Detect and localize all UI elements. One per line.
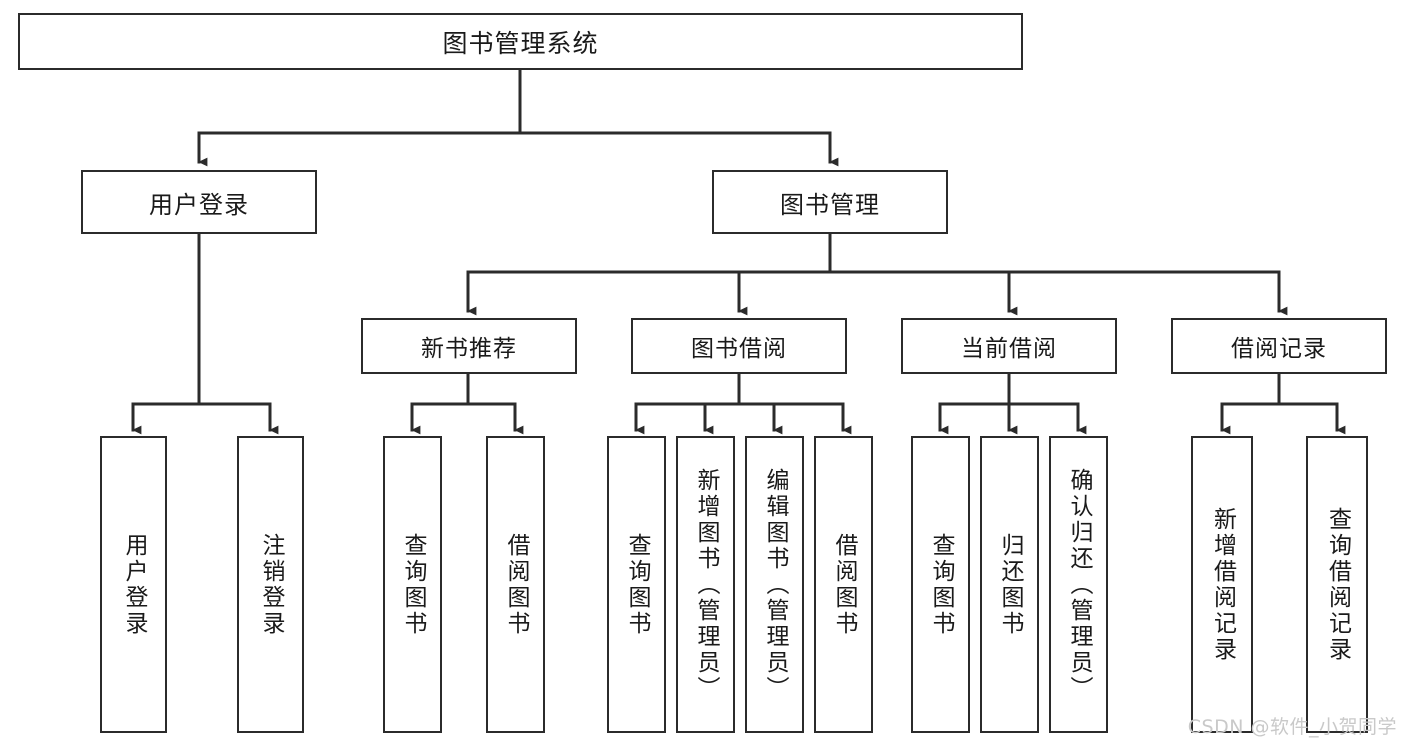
- node-borrow-record[interactable]: 借阅记录: [1171, 318, 1387, 374]
- node-leaf-query-book-2-label: 查询图书: [624, 532, 650, 637]
- node-leaf-borrow-book-1[interactable]: 借阅图书: [486, 436, 545, 733]
- node-leaf-query-book-1[interactable]: 查询图书: [383, 436, 442, 733]
- node-leaf-confirm-return-label: 确认归还（管理员）: [1066, 467, 1092, 702]
- node-root-label: 图书管理系统: [442, 28, 599, 58]
- node-root-book-management-system[interactable]: 图书管理系统: [18, 13, 1023, 70]
- node-leaf-user-login-label: 用户登录: [121, 532, 147, 637]
- connector-lines: [131, 68, 1346, 435]
- node-leaf-query-record[interactable]: 查询借阅记录: [1306, 436, 1368, 733]
- node-leaf-user-logout-label: 注销登录: [258, 532, 284, 637]
- node-leaf-add-book[interactable]: 新增图书（管理员）: [676, 436, 735, 733]
- node-leaf-borrow-book-2[interactable]: 借阅图书: [814, 436, 873, 733]
- node-leaf-add-book-label: 新增图书（管理员）: [693, 467, 719, 702]
- node-leaf-add-record-label: 新增借阅记录: [1209, 506, 1236, 663]
- node-new-book-recommend-label: 新书推荐: [421, 336, 517, 362]
- node-book-borrow[interactable]: 图书借阅: [631, 318, 847, 374]
- node-leaf-user-login[interactable]: 用户登录: [100, 436, 167, 733]
- node-book-management-label: 图书管理: [780, 190, 880, 219]
- node-current-borrow[interactable]: 当前借阅: [901, 318, 1117, 374]
- node-current-borrow-label: 当前借阅: [961, 336, 1057, 362]
- node-leaf-query-book-3[interactable]: 查询图书: [911, 436, 970, 733]
- node-leaf-query-record-label: 查询借阅记录: [1324, 506, 1351, 663]
- node-leaf-return-book-label: 归还图书: [997, 532, 1023, 637]
- node-leaf-confirm-return[interactable]: 确认归还（管理员）: [1049, 436, 1108, 733]
- node-new-book-recommend[interactable]: 新书推荐: [361, 318, 577, 374]
- node-user-login-label: 用户登录: [149, 190, 249, 219]
- node-leaf-return-book[interactable]: 归还图书: [980, 436, 1039, 733]
- node-book-management[interactable]: 图书管理: [712, 170, 948, 234]
- node-leaf-edit-book-label: 编辑图书（管理员）: [762, 467, 788, 702]
- node-borrow-record-label: 借阅记录: [1231, 336, 1327, 362]
- node-user-login[interactable]: 用户登录: [81, 170, 317, 234]
- node-leaf-user-logout[interactable]: 注销登录: [237, 436, 304, 733]
- node-leaf-borrow-book-1-label: 借阅图书: [503, 532, 529, 637]
- node-leaf-edit-book[interactable]: 编辑图书（管理员）: [745, 436, 804, 733]
- node-leaf-query-book-3-label: 查询图书: [928, 532, 954, 637]
- node-book-borrow-label: 图书借阅: [691, 336, 787, 362]
- node-leaf-query-book-2[interactable]: 查询图书: [607, 436, 666, 733]
- node-leaf-borrow-book-2-label: 借阅图书: [831, 532, 857, 637]
- node-leaf-query-book-1-label: 查询图书: [400, 532, 426, 637]
- node-leaf-add-record[interactable]: 新增借阅记录: [1191, 436, 1253, 733]
